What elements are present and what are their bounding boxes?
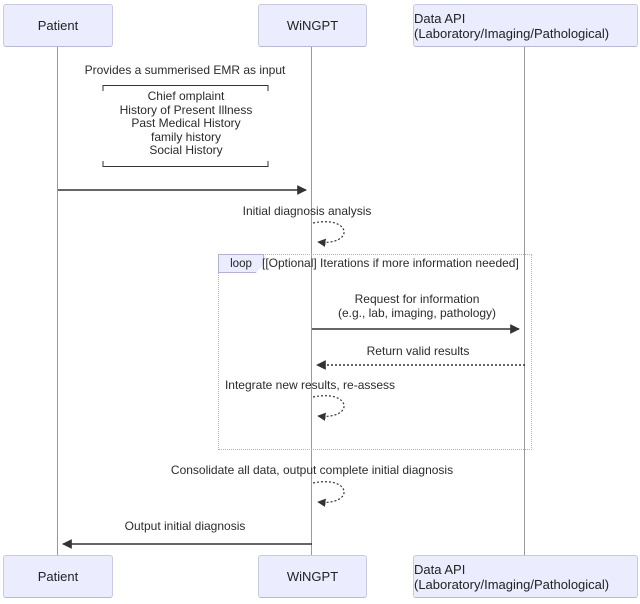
actor-patient-top: Patient <box>3 4 113 47</box>
actor-patient-label: Patient <box>37 18 79 33</box>
msg-initial-analysis: Initial diagnosis analysis <box>242 204 372 218</box>
msg-output-diagnosis: Output initial diagnosis <box>124 519 246 533</box>
msg-request-info-line1: Request for information <box>354 292 480 306</box>
msg-emr-input: Provides a summerised EMR as input <box>84 63 286 77</box>
actor-patient-label: Patient <box>37 569 79 584</box>
loop-keyword-label: loop <box>218 254 264 273</box>
actor-patient-bottom: Patient <box>3 555 113 598</box>
selfloop-integrate <box>312 395 345 421</box>
selfloop-initial-analysis <box>312 221 345 247</box>
emr-list-item: History of Present Illness <box>119 102 253 117</box>
emr-list-item: Social History <box>149 143 223 158</box>
msg-return-results: Return valid results <box>366 344 470 358</box>
actor-data-api-label: Data API (Laboratory/Imaging/Pathologica… <box>414 10 610 41</box>
actor-data-api-bottom: Data API (Laboratory/Imaging/Pathologica… <box>413 555 638 598</box>
actor-data-api-top: Data API (Laboratory/Imaging/Pathologica… <box>413 4 638 47</box>
emr-bracket-bottom <box>102 161 269 167</box>
actor-wingpt-bottom: WiNGPT <box>258 555 367 598</box>
emr-bracket-top <box>102 85 269 91</box>
selfloop-consolidate <box>312 481 345 507</box>
emr-list-item: Chief omplaint <box>147 89 225 103</box>
emr-list-item: family history <box>150 129 221 144</box>
emr-list: Chief omplaint History of Present Illnes… <box>103 89 269 158</box>
actor-data-api-label: Data API (Laboratory/Imaging/Pathologica… <box>414 561 610 592</box>
msg-request-info-line2: (e.g., lab, imaging, pathology) <box>337 306 497 320</box>
lifeline-wingpt <box>311 47 312 555</box>
lifeline-data-api <box>524 47 525 555</box>
loop-keyword-text: loop <box>230 257 252 270</box>
emr-list-item: Past Medical History <box>131 116 241 131</box>
actor-wingpt-top: WiNGPT <box>258 4 367 47</box>
lifeline-patient <box>57 47 58 555</box>
loop-condition-label: [[Optional] Iterations if more informati… <box>262 256 519 270</box>
msg-integrate: Integrate new results, re-assess <box>224 378 396 392</box>
actor-wingpt-label: WiNGPT <box>286 569 339 584</box>
msg-consolidate: Consolidate all data, output complete in… <box>170 463 454 477</box>
loop-frame <box>218 254 532 450</box>
actor-wingpt-label: WiNGPT <box>286 18 339 33</box>
